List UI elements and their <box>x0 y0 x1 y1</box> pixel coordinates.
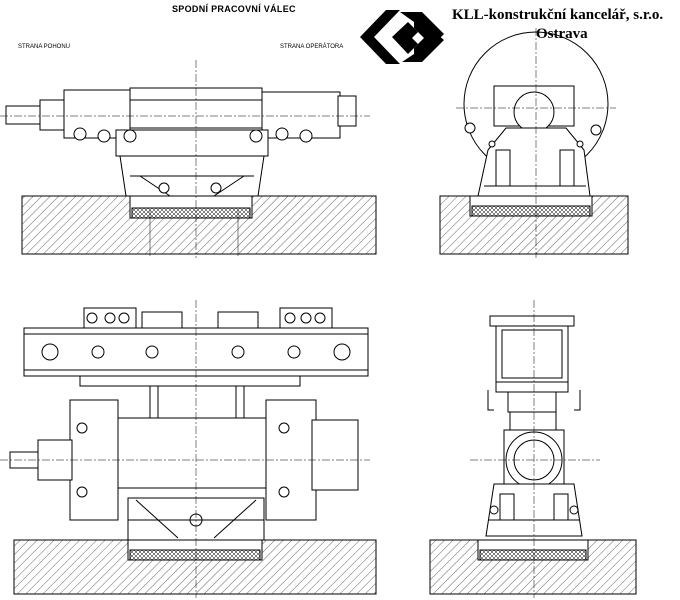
lower-chock <box>127 497 265 541</box>
drawing-title: SPODNÍ PRACOVNÍ VÁLEC <box>172 4 296 14</box>
side-view-bottom <box>0 300 377 598</box>
kll-logo-icon <box>360 10 444 64</box>
drive-shaft <box>5 105 43 125</box>
drive-side-label: STRANA POHONU <box>18 44 71 50</box>
company-name: KLL-konstrukční kancelář, s.r.o. <box>452 7 664 23</box>
company-city: Ostrava <box>536 26 588 42</box>
operator-side-label: STRANA OPERÁTORA <box>280 44 344 50</box>
end-view-top <box>439 28 629 258</box>
side-view-top <box>0 60 377 258</box>
end-view-bottom <box>429 300 637 598</box>
